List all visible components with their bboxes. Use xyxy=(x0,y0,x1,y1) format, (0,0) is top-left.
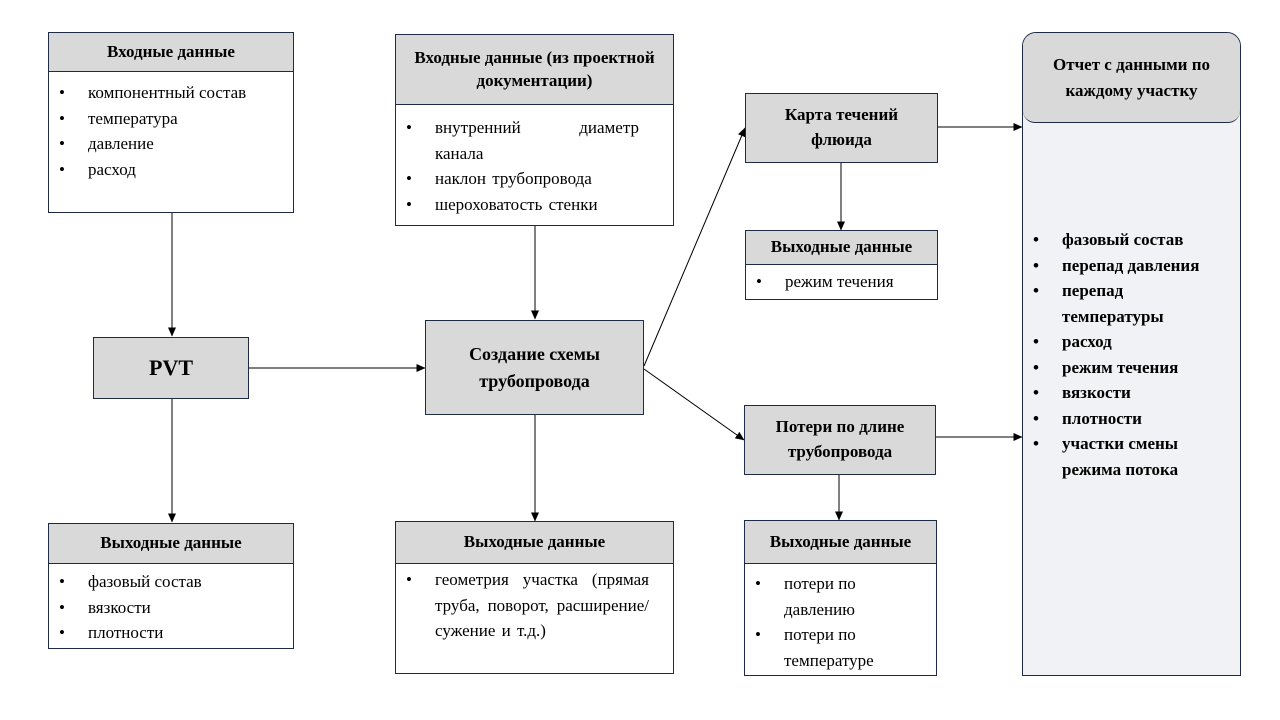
pvt-label: PVT xyxy=(149,355,193,381)
pvt-output-box: Выходные данные фазовый состав вязкости … xyxy=(48,523,294,649)
list-item: наклон трубопровода xyxy=(396,166,639,192)
pipeline-scheme-label: Создание схемы трубопровода xyxy=(469,344,600,391)
list-item: расход xyxy=(1023,329,1220,355)
flow-map-label: Карта течений флюида xyxy=(784,105,899,149)
list-item: шероховатость стенки xyxy=(396,192,639,218)
pvt-block: PVT xyxy=(93,337,249,399)
list-item: потери по давлению xyxy=(745,571,896,622)
pipe-losses-output-list: потери по давлению потери по температуре xyxy=(745,571,936,673)
report-panel: Отчет с данными по каждому участку фазов… xyxy=(1022,32,1241,676)
pipe-losses-output-box: Выходные данные потери по давлению потер… xyxy=(744,520,937,676)
list-item: потери по температуре xyxy=(745,622,896,673)
input-project-box: Входные данные (из проектной документаци… xyxy=(395,34,674,226)
list-item: фазовый состав xyxy=(1023,227,1220,253)
scheme-output-box: Выходные данные геометрия участка (пряма… xyxy=(395,521,674,674)
arrow-scheme-to-flow-map xyxy=(643,127,746,367)
list-item: плотности xyxy=(1023,406,1220,432)
arrow-scheme-to-losses xyxy=(643,368,745,441)
flow-map-output-box: Выходные данные режим течения xyxy=(745,230,938,300)
list-item: перепад давления xyxy=(1023,253,1220,279)
pvt-output-title: Выходные данные xyxy=(49,524,293,564)
input-project-title: Входные данные (из проектной документаци… xyxy=(396,35,673,105)
pipeline-scheme-block: Создание схемы трубопровода xyxy=(425,320,644,415)
list-item: геометрия участка (прямая труба, поворот… xyxy=(396,567,649,644)
input-data-box: Входные данные компонентный состав темпе… xyxy=(48,32,294,213)
report-title: Отчет с данными по каждому участку xyxy=(1023,33,1240,123)
list-item: режим течения xyxy=(1023,355,1220,381)
pipe-losses-block: Потери по длине трубопровода xyxy=(744,405,936,475)
list-item: температура xyxy=(49,106,263,132)
flow-map-block: Карта течений флюида xyxy=(745,93,938,163)
flow-map-output-list: режим течения xyxy=(746,269,937,295)
input-data-title: Входные данные xyxy=(49,33,293,72)
pipe-losses-label: Потери по длине трубопровода xyxy=(775,417,905,461)
list-item: фазовый состав xyxy=(49,569,293,595)
list-item: давление xyxy=(49,131,263,157)
list-item: расход xyxy=(49,157,263,183)
input-data-list: компонентный состав температура давление… xyxy=(49,80,293,182)
list-item: перепад температуры xyxy=(1023,278,1220,329)
scheme-output-title: Выходные данные xyxy=(396,522,673,564)
list-item: компонентный состав xyxy=(49,80,263,106)
pipe-losses-output-title: Выходные данные xyxy=(745,521,936,564)
list-item: вязкости xyxy=(1023,380,1220,406)
list-item: режим течения xyxy=(746,269,937,295)
report-list: фазовый состав перепад давления перепад … xyxy=(1023,227,1240,482)
scheme-output-list: геометрия участка (прямая труба, поворот… xyxy=(396,567,673,644)
list-item: внутренний диаметр канала xyxy=(396,115,639,166)
input-project-list: внутренний диаметр канала наклон трубопр… xyxy=(396,115,673,217)
pvt-output-list: фазовый состав вязкости плотности xyxy=(49,569,293,646)
list-item: плотности xyxy=(49,620,293,646)
list-item: участки смены режима потока xyxy=(1023,431,1220,482)
list-item: вязкости xyxy=(49,595,293,621)
flow-map-output-title: Выходные данные xyxy=(746,231,937,265)
